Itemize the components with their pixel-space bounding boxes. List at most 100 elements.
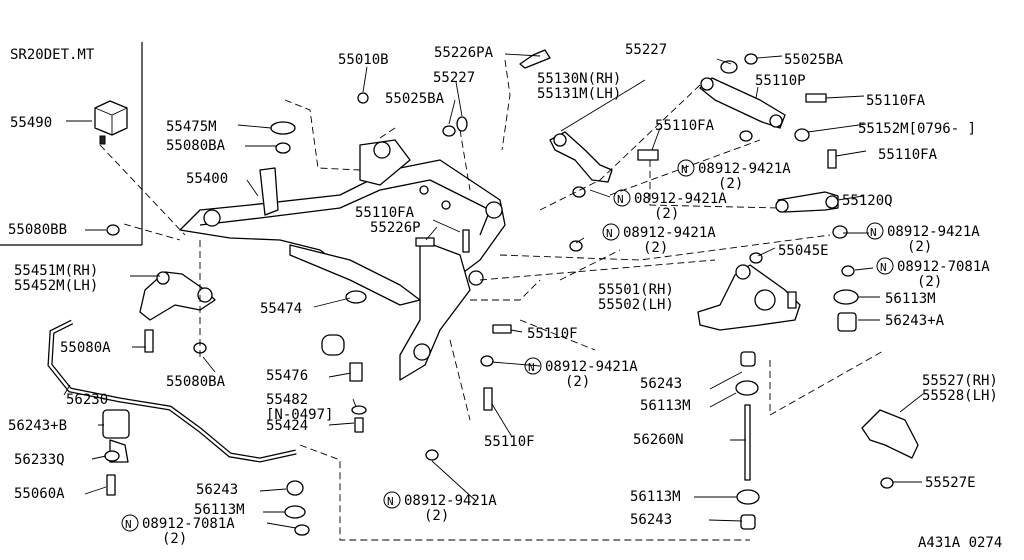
- callout-c30: 55110F: [527, 326, 578, 342]
- callout-c11: 56233Q: [14, 452, 65, 468]
- splash-panel-part: [861, 409, 919, 459]
- callout-text: 08912-9421A: [887, 224, 980, 240]
- callout-text: 55476: [266, 368, 308, 384]
- callout-text: 55227: [433, 70, 475, 86]
- callout-text: 55502(LH): [598, 297, 674, 313]
- callout-text: (2): [643, 240, 668, 256]
- callout-c35: 55025BA: [784, 52, 844, 68]
- callout-c27: 55110FA: [655, 118, 715, 134]
- callout-c01: 55490: [10, 115, 52, 131]
- callout-c22: 55482[N-0497]: [266, 392, 333, 423]
- callout-c47: 56243+A: [885, 313, 945, 329]
- callout-text: (2): [565, 374, 590, 390]
- callout-text: 56113M: [885, 291, 936, 307]
- callout-text: 55110FA: [355, 205, 415, 221]
- callout-text: 56243+A: [885, 313, 945, 329]
- circled-n-symbol: [121, 514, 139, 532]
- callout-text: 56260N: [633, 432, 684, 448]
- callout-text: 56113M: [194, 502, 245, 518]
- callout-text: 56243: [640, 376, 682, 392]
- circled-n-symbol: [524, 357, 542, 375]
- callout-c38: 55152M[0796- ]: [858, 121, 976, 137]
- callout-c51: 55527(RH)55528(LH): [922, 373, 998, 404]
- callout-c53: 56113M: [630, 489, 681, 505]
- callout-c13: 56243: [196, 482, 238, 498]
- callout-c34: 55227: [625, 42, 667, 58]
- callout-text: 55451M(RH): [14, 263, 98, 279]
- callout-text: (2): [718, 176, 743, 192]
- callout-c08: 55080BA: [166, 374, 226, 390]
- callout-text: 56233Q: [14, 452, 65, 468]
- callout-c25: 55226P: [370, 220, 421, 236]
- circled-n-letter: N: [870, 226, 877, 239]
- callout-c17: 55226PA: [434, 45, 494, 61]
- callout-c20: 55474: [260, 301, 302, 317]
- dashed-lines: [99, 59, 886, 541]
- callout-text: 55110P: [755, 73, 806, 89]
- callout-text: 55528(LH): [922, 388, 998, 404]
- callout-text: 08912-9421A: [545, 359, 638, 375]
- callout-text: 55010B: [338, 52, 389, 68]
- callout-text: 08912-9421A: [698, 161, 791, 177]
- callout-text: 55527(RH): [922, 373, 998, 389]
- leader-lines: [63, 53, 924, 529]
- callout-c21: 55476: [266, 368, 308, 384]
- callout-text: 56230: [66, 392, 108, 408]
- callout-text: 08912-9421A: [404, 493, 497, 509]
- callout-text: 55527E: [925, 475, 976, 491]
- callout-text: 55452M(LH): [14, 278, 98, 294]
- circled-n-symbol: [613, 189, 631, 207]
- figure-code: A431A 0274: [918, 535, 1002, 551]
- callout-text: 55130N(RH): [537, 71, 621, 87]
- callout-text: 56243: [196, 482, 238, 498]
- circled-n-letter: N: [125, 518, 132, 531]
- callout-text: (2): [654, 206, 679, 222]
- circled-n-letter: N: [617, 193, 624, 206]
- callout-c09: 56230: [66, 392, 108, 408]
- mount-rod-part: [735, 351, 760, 530]
- callout-text: 55110F: [527, 326, 578, 342]
- callout-text: 55025BA: [385, 91, 445, 107]
- inset-frame: [0, 42, 143, 246]
- callout-text: 55080BA: [166, 374, 226, 390]
- callout-text: 55110FA: [878, 147, 938, 163]
- callout-c10: 56243+B: [8, 418, 67, 434]
- callout-c37: 55110FA: [866, 93, 926, 109]
- callout-c39: 55110FA: [878, 147, 938, 163]
- callout-c32: 55110F: [484, 434, 535, 450]
- callout-text: 56243: [630, 512, 672, 528]
- callout-text: (2): [162, 531, 187, 547]
- hardware-parts: [104, 49, 894, 536]
- callout-c23: 55424: [266, 418, 308, 434]
- callout-c14: 56113M: [194, 502, 245, 518]
- callout-text: 55501(RH): [598, 282, 674, 298]
- callout-c12: 55060A: [14, 486, 65, 502]
- callout-text: 55400: [186, 171, 228, 187]
- callout-text: 55120Q: [842, 193, 893, 209]
- circled-n-letter: N: [880, 261, 887, 274]
- callout-c36: 55110P: [755, 73, 806, 89]
- callout-c24: 55110FA: [355, 205, 415, 221]
- callout-c45: 55501(RH)55502(LH): [598, 282, 674, 313]
- callout-text: 55080BA: [166, 138, 226, 154]
- callout-text: 55080A: [60, 340, 111, 356]
- callout-text: 55110FA: [655, 118, 715, 134]
- callout-text: 55226P: [370, 220, 421, 236]
- callout-c04: 55400: [186, 171, 228, 187]
- callout-c05: 55080BB: [8, 222, 67, 238]
- callout-c02: 55475M: [166, 119, 217, 135]
- circled-n-symbol: [677, 159, 695, 177]
- callout-text: 55045E: [778, 243, 829, 259]
- callout-c52: 55527E: [925, 475, 976, 491]
- subframe-part: [179, 139, 506, 381]
- callout-text: 55424: [266, 418, 308, 434]
- callout-c18: 55227: [433, 70, 475, 86]
- callout-text: 55110F: [484, 434, 535, 450]
- callout-c43: 55045E: [778, 243, 829, 259]
- callout-c26: 55130N(RH)55131M(LH): [537, 71, 621, 102]
